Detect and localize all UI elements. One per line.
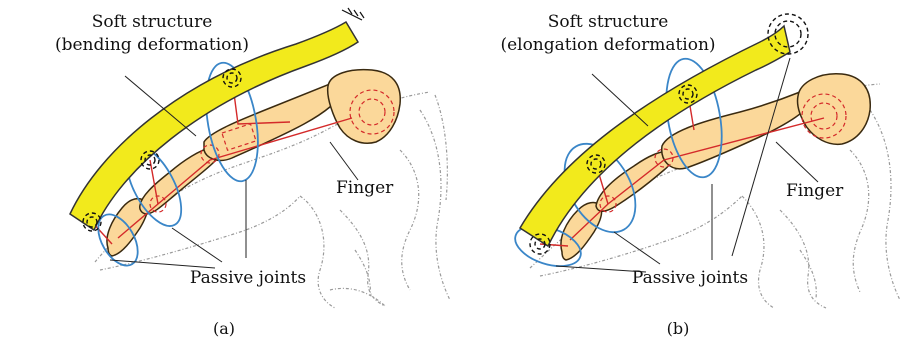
caption-b: (b) — [667, 319, 690, 338]
panel-b: Soft structure (elongation deformation) … — [500, 12, 900, 338]
structure-label-b-line2: (elongation deformation) — [500, 35, 715, 55]
structure-label-b-line1: Soft structure — [548, 12, 669, 32]
caption-a: (a) — [213, 319, 235, 338]
panel-a: Soft structure (bending deformation) Fin… — [55, 8, 450, 338]
joints-label-b: Passive joints — [632, 268, 748, 288]
fixed-support-a — [342, 8, 364, 20]
finger-label-a: Finger — [336, 178, 394, 198]
joints-label-a: Passive joints — [190, 268, 306, 288]
middle-phalanx-a — [140, 148, 218, 214]
structure-label-a-line2: (bending deformation) — [55, 35, 249, 55]
structure-label-a-line1: Soft structure — [92, 12, 213, 32]
metacarpal-b — [797, 74, 870, 145]
finger-label-b: Finger — [786, 181, 844, 201]
